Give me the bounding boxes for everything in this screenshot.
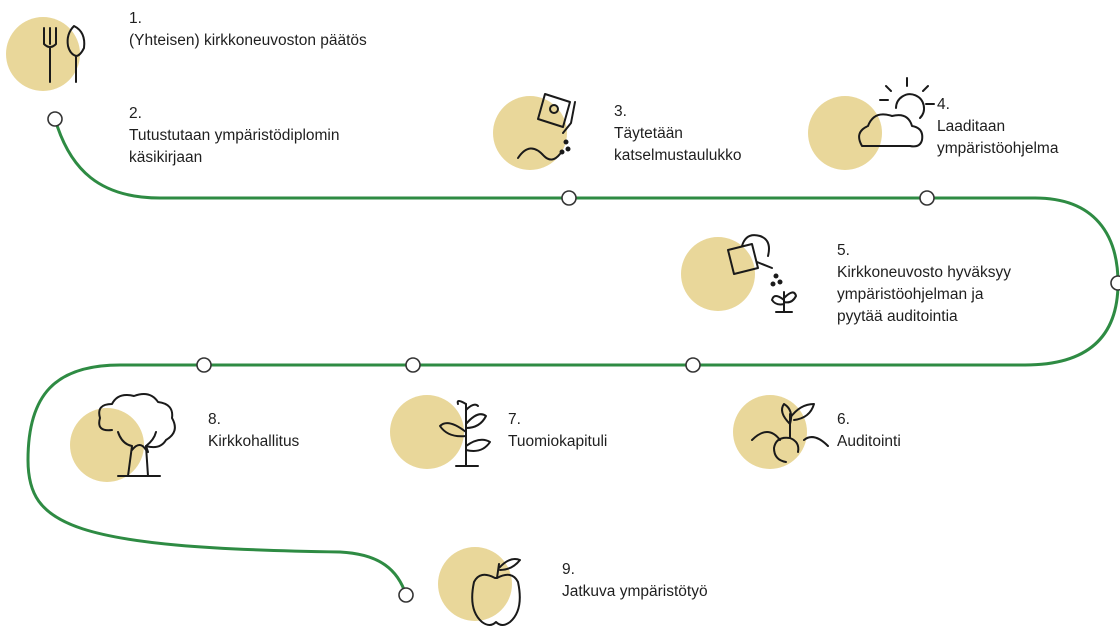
- seed-packet-icon: [517, 93, 576, 161]
- step-7-label: Tuomiokapituli: [508, 433, 608, 450]
- step-5: 5. Kirkkoneuvosto hyväksyy ympäristöohje…: [837, 240, 1011, 328]
- step-1: 1. (Yhteisen) kirkkoneuvoston päätös: [129, 8, 367, 52]
- icon-circle-9: [438, 547, 512, 621]
- sun-cloud-icon: [858, 77, 935, 148]
- step-9: 9. Jatkuva ympäristötyö: [562, 559, 708, 603]
- step-4: 4. Laaditaan ympäristöohjelma: [937, 94, 1058, 160]
- step-7-number: 7.: [508, 411, 521, 428]
- step-3-number: 3.: [614, 103, 627, 120]
- watering-can-icon: [727, 234, 797, 313]
- step-4-label: Laaditaan ympäristöohjelma: [937, 118, 1059, 157]
- icon-circle-1: [6, 17, 80, 91]
- step-8-number: 8.: [208, 411, 221, 428]
- step-1-label: (Yhteisen) kirkkoneuvoston päätös: [129, 32, 367, 49]
- sprouting-seed-icon: [751, 403, 829, 463]
- step-6-number: 6.: [837, 411, 850, 428]
- node-step-8: [196, 357, 212, 373]
- step-2: 2. Tutustutaan ympäristödiplomin käsikir…: [129, 103, 340, 169]
- step-5-number: 5.: [837, 242, 850, 259]
- icon-circle-4: [808, 96, 882, 170]
- step-9-label: Jatkuva ympäristötyö: [562, 583, 708, 600]
- step-6: 6. Auditointi: [837, 409, 901, 453]
- young-plant-icon: [439, 400, 491, 467]
- node-step-3: [561, 190, 577, 206]
- step-4-number: 4.: [937, 96, 950, 113]
- tree-icon: [98, 393, 176, 477]
- path-nodes: [47, 111, 1120, 603]
- step-8-label: Kirkkohallitus: [208, 433, 300, 450]
- node-step-7: [405, 357, 421, 373]
- step-3: 3. Täytetään katselmustaulukko: [614, 101, 742, 167]
- step-2-number: 2.: [129, 105, 142, 122]
- node-step-2: [47, 111, 63, 127]
- apple-icon: [471, 558, 521, 626]
- node-step-6: [685, 357, 701, 373]
- step-6-label: Auditointi: [837, 433, 901, 450]
- node-step-9: [398, 587, 414, 603]
- node-step-5: [1110, 275, 1120, 291]
- fork-trowel-icon: [43, 25, 86, 83]
- icon-backgrounds: [6, 17, 882, 621]
- node-step-4: [919, 190, 935, 206]
- step-9-number: 9.: [562, 561, 575, 578]
- step-1-number: 1.: [129, 10, 142, 27]
- icon-circle-8: [70, 408, 144, 482]
- step-8: 8. Kirkkohallitus: [208, 409, 299, 453]
- process-path: [26, 117, 1120, 597]
- step-2-label: Tutustutaan ympäristödiplomin käsikirjaa…: [129, 127, 340, 166]
- step-3-label: Täytetään katselmustaulukko: [614, 125, 742, 164]
- step-5-label: Kirkkoneuvosto hyväksyy ympäristöohjelma…: [837, 264, 1012, 325]
- step-7: 7. Tuomiokapituli: [508, 409, 607, 453]
- icon-circle-3: [493, 96, 567, 170]
- icon-circle-5: [681, 237, 755, 311]
- icon-circle-7: [390, 395, 464, 469]
